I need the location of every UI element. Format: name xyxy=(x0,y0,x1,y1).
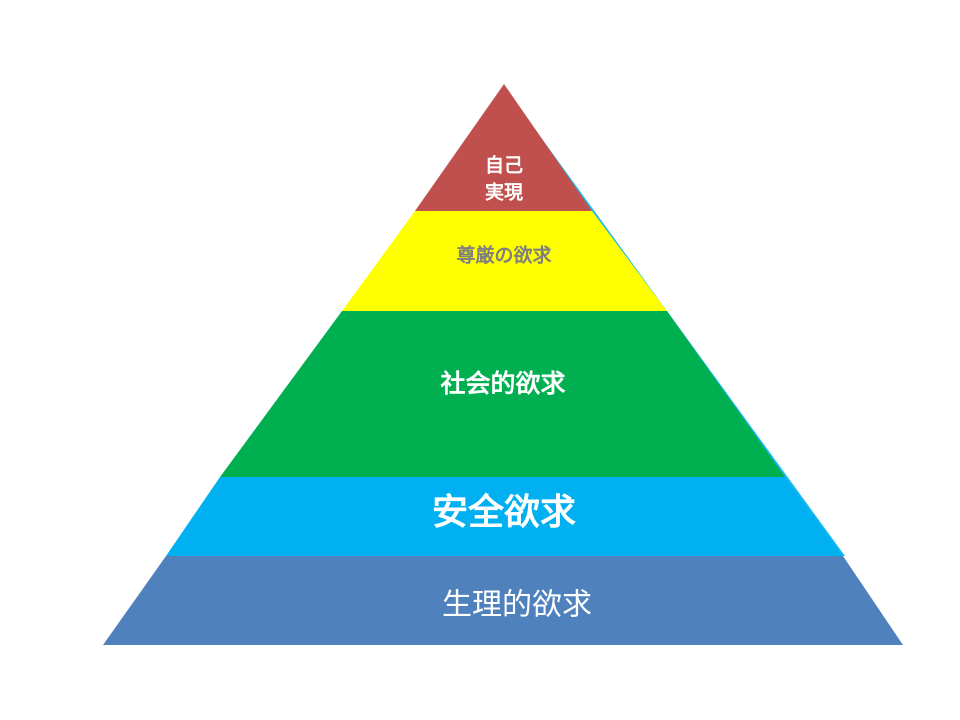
level-physiological xyxy=(103,556,903,645)
label-safety: 安全欲求 xyxy=(432,491,576,533)
label-physiological: 生理的欲求 xyxy=(442,588,592,623)
label-social: 社会的欲求 xyxy=(440,369,565,398)
level-safety xyxy=(166,477,843,556)
label-esteem: 尊厳の欲求 xyxy=(456,244,552,267)
label-self-actualization-line2: 実現 xyxy=(485,181,523,204)
label-self-actualization-line1: 自己 xyxy=(485,154,523,177)
level-esteem xyxy=(342,211,667,311)
level-social xyxy=(220,311,785,477)
level-self-actualization xyxy=(415,84,592,211)
